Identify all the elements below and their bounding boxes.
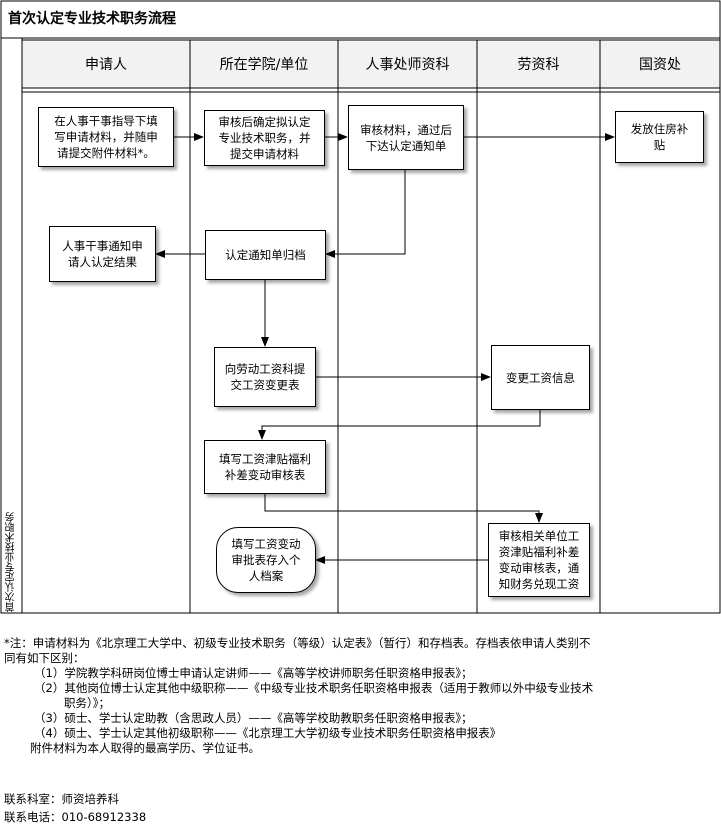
contact-phone: 联系电话：010-68912338 [4,810,147,824]
step-submit-wage-change: 向劳动工资科提 交工资变更表 [214,347,316,407]
lane-header-faculty-section: 人事处师资科 [365,57,450,73]
step-update-wage-info: 变更工资信息 [491,345,590,410]
notes-section: *注：申请材料为《北京理工大学中、初级专业技术职务（等级）认定表》（暂行）和存档… [4,636,716,756]
note-item-3: （3）硕士、学士认定助教（含思政人员）——《高等学校助教职务任职资格申报表》； [34,711,473,725]
lane-header-applicant: 申请人 [85,57,127,73]
step-review-allowance-form: 审核相关单位工 资津贴福利补差 变动审核表，通 知财务兑现工资 [488,523,590,597]
note-item-1: （1）学院教学科研岗位博士申请认定讲师——《高等学校讲师职务任职资格申报表》； [34,666,473,680]
step-fill-application: 在人事干事指导下填 写申请材料，并随申 请提交附件材料*。 [38,107,174,167]
note-attachment: 附件材料为本人取得的最高学历、学位证书。 [30,741,260,755]
note-line-2: 同有如下区别： [4,651,85,665]
step-archive-notice: 认定通知单归档 [205,230,326,280]
contact-office: 联系科室：师资培养科 [4,792,119,806]
step-college-review: 审核后确定拟认定 专业技术职务，并 提交申请材料 [204,110,325,166]
note-item-4: （4）硕士、学士认定其他初级职称——《北京理工大学初级专业技术职务任职资格申报表… [34,726,502,740]
note-line-1: *注：申请材料为《北京理工大学中、初级专业技术职务（等级）认定表》（暂行）和存档… [4,636,591,650]
lane-header-college: 所在学院/单位 [219,57,309,73]
diagram-frame [0,0,721,614]
side-label: 首次认定专业技术职务 [1,90,21,612]
arrow-b8-b9 [258,410,541,440]
page-title: 首次认定专业技术职务流程 [8,11,176,27]
arrow-b3-b6 [325,170,406,258]
step-notify-applicant: 人事干事通知申 请人认定结果 [49,226,156,282]
step-archive-wage-form: 填写工资变动 审批表存入个 人档案 [216,527,316,593]
step-housing-subsidy: 发放住房补 贴 [615,111,704,163]
step-fill-allowance-form: 填写工资津贴福利 补差变动审核表 [204,440,326,494]
arrow-b9-b11 [264,494,543,523]
lane-header-labor-wage: 劳资科 [517,57,560,73]
lane-header-state-assets: 国资处 [639,57,681,73]
step-faculty-review: 审核材料，通过后 下达认定通知单 [348,105,464,170]
note-item-2b: 职务）》； [64,696,110,710]
flowchart-canvas [0,0,721,614]
lane-header-band [21,39,721,89]
note-item-2a: （2）其他岗位博士认定其他中级职称——《中级专业技术职务任职资格申报表（适用于教… [34,681,594,695]
side-label-text: 首次认定专业技术职务 [5,512,17,612]
